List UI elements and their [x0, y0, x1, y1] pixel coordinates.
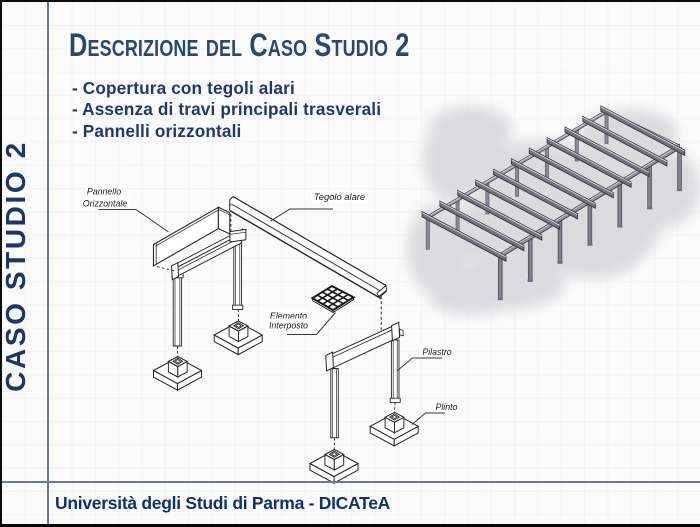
svg-text:Pannello: Pannello — [87, 187, 121, 197]
svg-text:Interposto: Interposto — [269, 321, 308, 331]
svg-text:Tegolo alare: Tegolo alare — [314, 191, 365, 202]
svg-text:Orizzontale: Orizzontale — [83, 198, 128, 208]
svg-text:Plinto: Plinto — [435, 402, 457, 412]
svg-text:Pilastro: Pilastro — [422, 347, 451, 357]
svg-text:Elemento: Elemento — [270, 311, 307, 321]
